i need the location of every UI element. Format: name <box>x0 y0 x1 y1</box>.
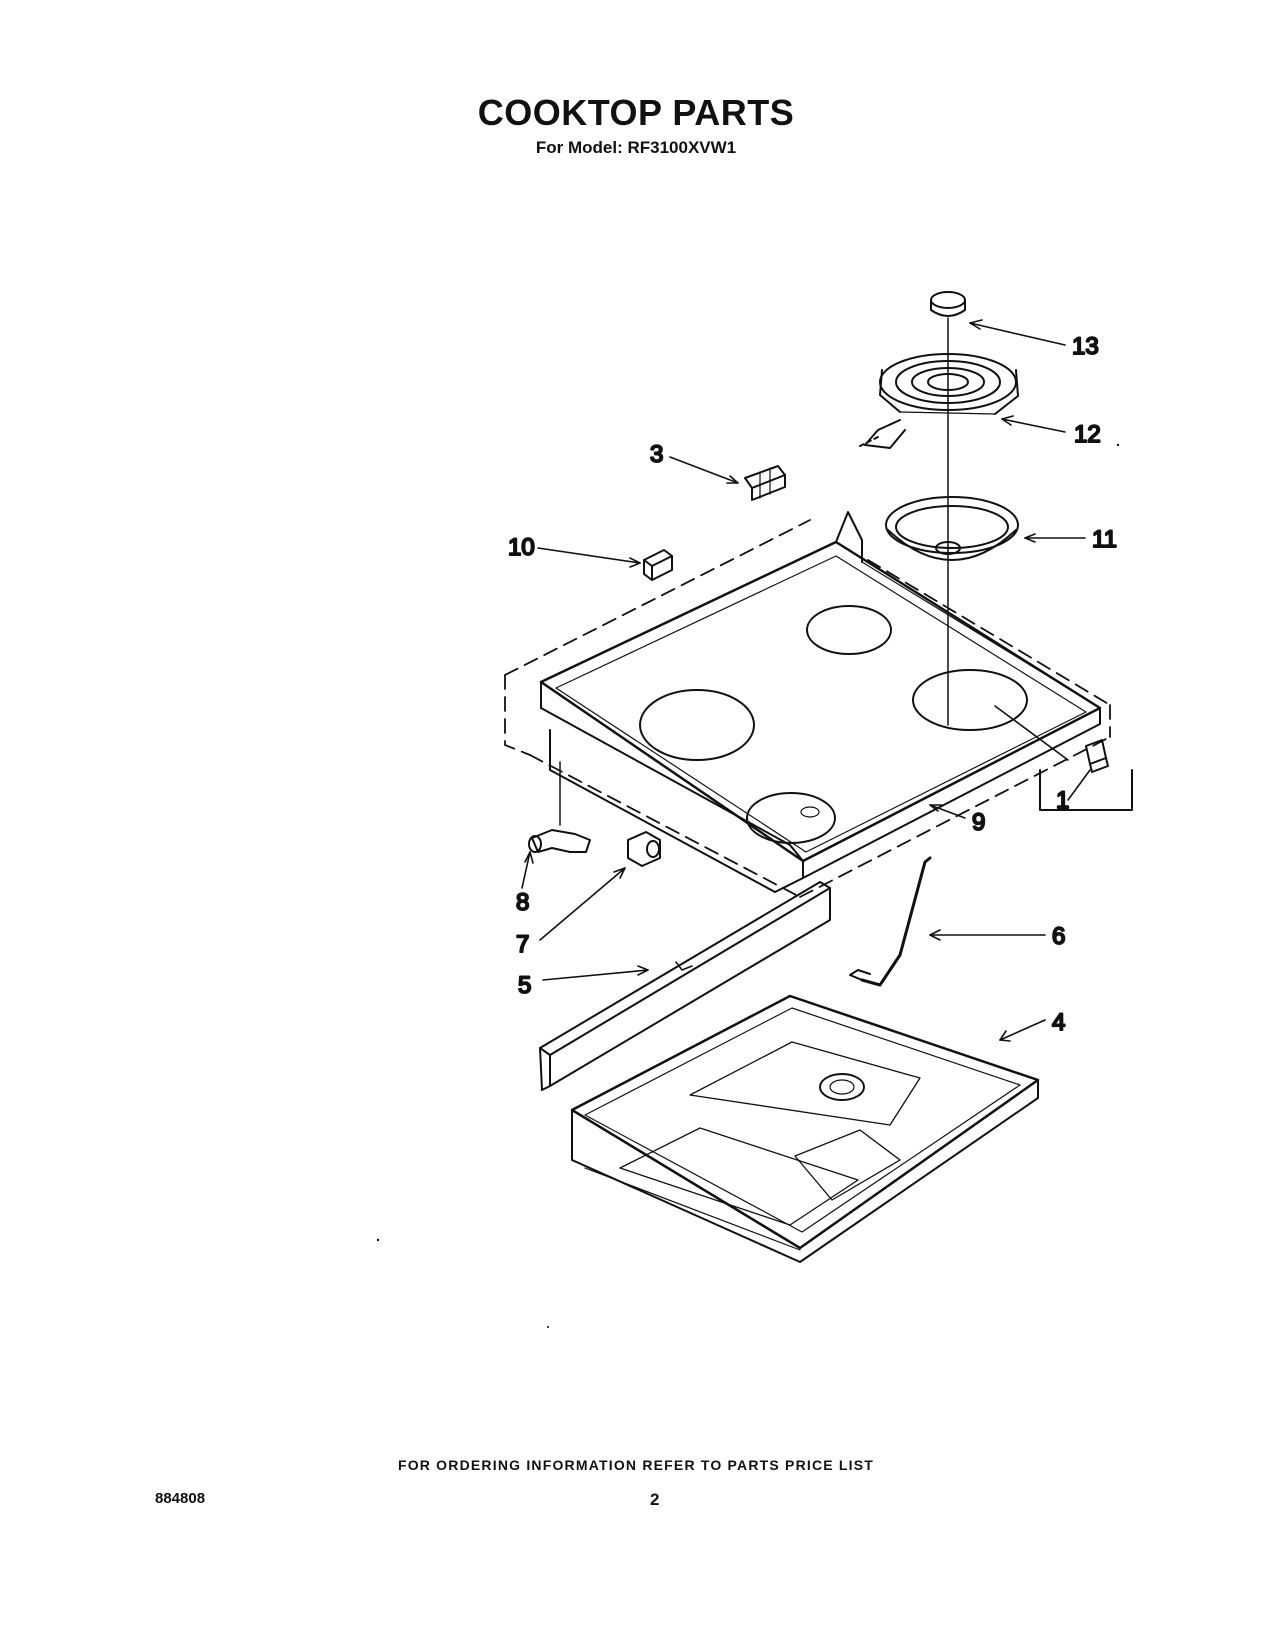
part-12-element <box>859 353 1019 449</box>
callout-4: 4 <box>1052 1009 1065 1036</box>
part-7-spacer <box>627 831 661 867</box>
part-1-terminal-block <box>1085 739 1109 773</box>
callout-8: 8 <box>516 889 529 916</box>
callout-7: 7 <box>516 931 529 958</box>
cooktop-panel <box>539 511 1102 893</box>
callout-1: 1 <box>1056 787 1069 814</box>
part-11-drip-bowl <box>885 496 1019 561</box>
part-6-support-rod <box>849 856 932 987</box>
document-number: 884808 <box>155 1490 206 1507</box>
part-13-cap <box>930 291 966 317</box>
callout-12: 12 <box>1074 421 1101 448</box>
detail-box <box>1039 769 1133 811</box>
part-4-bottom-pan <box>570 994 1040 1263</box>
part-5-trim-strip <box>539 881 831 1091</box>
model-subtitle: For Model: RF3100XVW1 <box>535 138 737 157</box>
part-8-hinge <box>528 761 591 853</box>
callout-13: 13 <box>1072 333 1099 360</box>
callout-11: 11 <box>1092 526 1117 553</box>
callout-9: 9 <box>972 809 985 836</box>
leader-lines <box>521 319 1091 1042</box>
page-number: 2 <box>650 1490 660 1509</box>
callout-5: 5 <box>518 972 531 999</box>
ordering-info-note: FOR ORDERING INFORMATION REFER TO PARTS … <box>397 1457 875 1473</box>
part-10-clip <box>643 549 673 581</box>
part-3-bracket <box>744 465 786 501</box>
callout-10: 10 <box>508 534 535 561</box>
page-title: COOKTOP PARTS <box>477 92 795 133</box>
callout-3: 3 <box>650 441 663 468</box>
phantom-outline <box>504 519 1111 898</box>
callout-6: 6 <box>1052 923 1065 950</box>
